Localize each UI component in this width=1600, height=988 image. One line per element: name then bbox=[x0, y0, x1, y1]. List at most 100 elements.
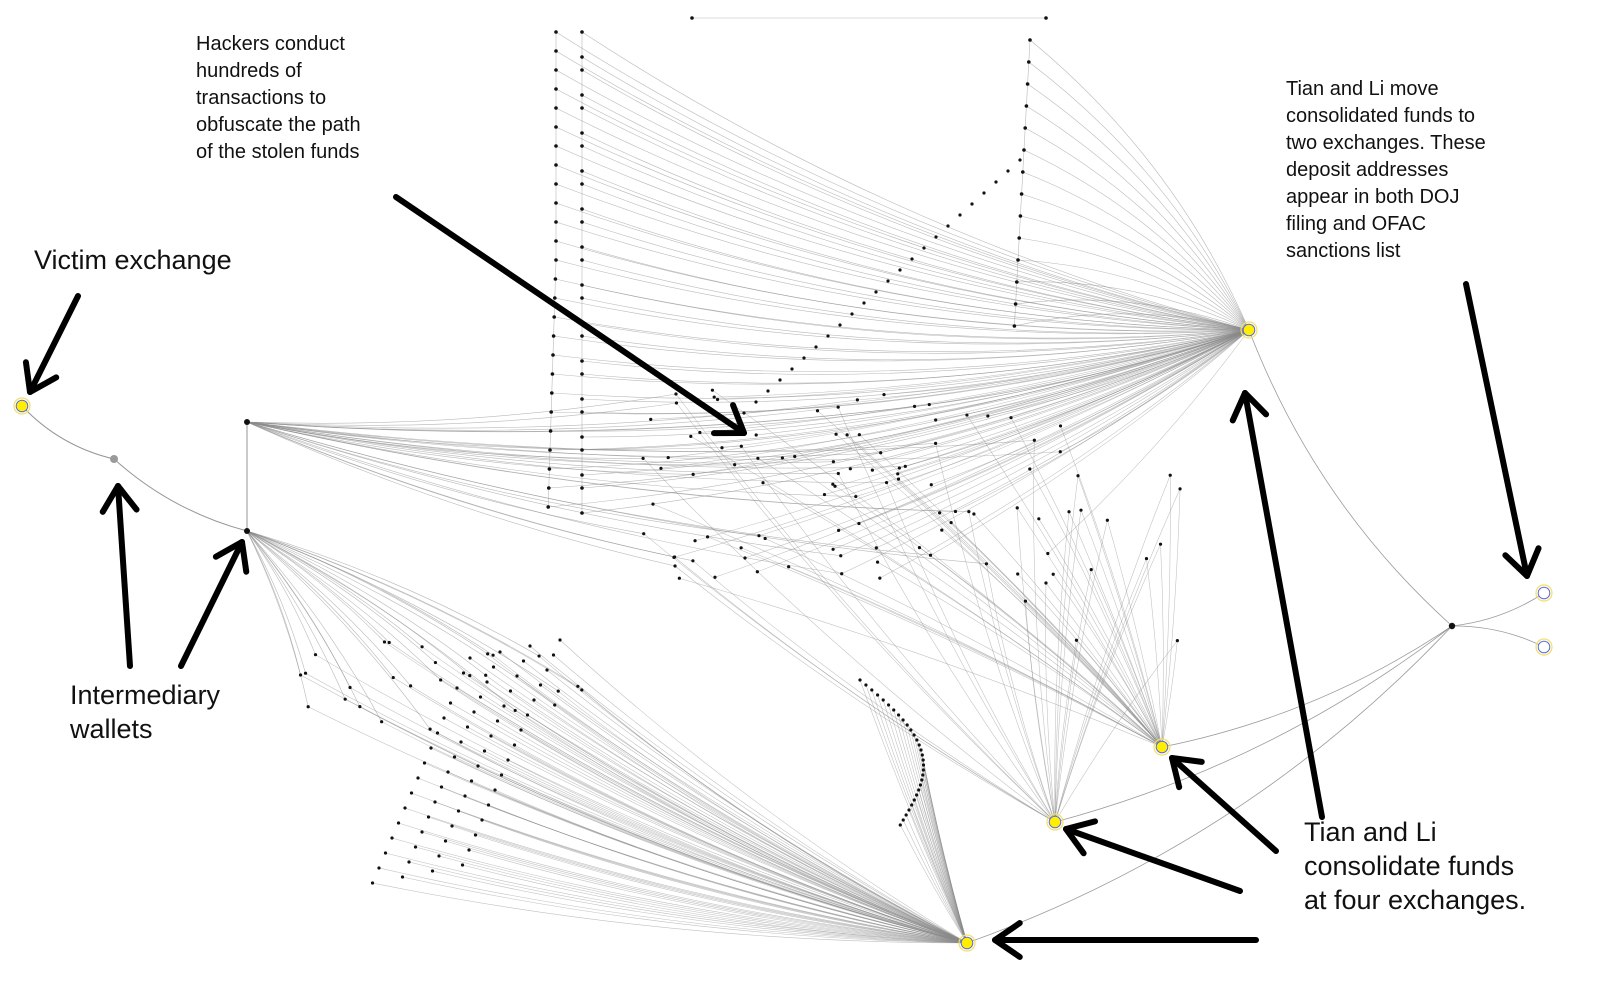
ladder-node[interactable] bbox=[1023, 126, 1027, 130]
ladder-node[interactable] bbox=[433, 800, 437, 804]
obfuscation-node[interactable] bbox=[879, 451, 883, 455]
ladder-node[interactable] bbox=[519, 728, 523, 732]
chain-node[interactable] bbox=[850, 312, 854, 316]
obfuscation-node[interactable] bbox=[713, 575, 717, 579]
chain-node[interactable] bbox=[838, 323, 842, 327]
obfuscation-node[interactable] bbox=[739, 546, 743, 550]
wallet-node[interactable] bbox=[1144, 556, 1149, 561]
obfuscation-node[interactable] bbox=[712, 395, 716, 399]
ladder-node[interactable] bbox=[532, 698, 536, 702]
obfuscation-node[interactable] bbox=[929, 483, 933, 487]
obfuscation-node[interactable] bbox=[833, 484, 837, 488]
chain-node[interactable] bbox=[982, 191, 986, 195]
obfuscation-node[interactable] bbox=[845, 433, 849, 437]
chain-node[interactable] bbox=[875, 693, 880, 697]
ladder-node[interactable] bbox=[547, 486, 551, 490]
chain-node[interactable] bbox=[922, 246, 926, 250]
obfuscation-node[interactable] bbox=[836, 405, 840, 409]
chain-node[interactable] bbox=[802, 356, 806, 360]
ladder-node[interactable] bbox=[416, 776, 420, 780]
ladder-node[interactable] bbox=[1012, 324, 1017, 328]
ladder-node[interactable] bbox=[551, 334, 556, 338]
ladder-node[interactable] bbox=[528, 644, 532, 648]
obfuscation-node[interactable] bbox=[840, 572, 844, 576]
chain-node[interactable] bbox=[915, 793, 919, 797]
ladder-node[interactable] bbox=[1019, 192, 1024, 196]
obfuscation-node[interactable] bbox=[1051, 572, 1055, 576]
wallet-node[interactable] bbox=[1023, 599, 1028, 603]
ladder-node[interactable] bbox=[1022, 148, 1026, 152]
wallet-node[interactable] bbox=[513, 708, 517, 713]
ladder-node[interactable] bbox=[553, 277, 558, 281]
wallet-node[interactable] bbox=[380, 720, 384, 724]
wallet-node[interactable] bbox=[553, 703, 557, 707]
ladder-node[interactable] bbox=[1015, 280, 1019, 284]
chain-node[interactable] bbox=[934, 235, 938, 239]
ladder-node[interactable] bbox=[580, 131, 584, 135]
ladder-node[interactable] bbox=[460, 863, 465, 867]
ladder-node[interactable] bbox=[463, 794, 467, 798]
obfuscation-node[interactable] bbox=[720, 446, 724, 450]
chain-node[interactable] bbox=[1018, 158, 1022, 162]
consolidation-exchange-node[interactable] bbox=[1048, 815, 1062, 829]
final-exchange-node[interactable] bbox=[1537, 586, 1551, 600]
ladder-node[interactable] bbox=[1018, 214, 1023, 218]
obfuscation-node[interactable] bbox=[897, 466, 901, 470]
ladder-node[interactable] bbox=[480, 818, 484, 822]
intermediary-wallet-node[interactable] bbox=[110, 455, 118, 463]
chain-node[interactable] bbox=[790, 367, 794, 371]
ladder-node[interactable] bbox=[580, 93, 584, 97]
intermediary-wallet-node[interactable] bbox=[244, 528, 250, 534]
chain-node[interactable] bbox=[886, 279, 890, 283]
ladder-node[interactable] bbox=[580, 220, 584, 224]
ladder-node[interactable] bbox=[580, 207, 584, 211]
wallet-node[interactable] bbox=[1175, 639, 1179, 643]
wallet-node[interactable] bbox=[1178, 487, 1182, 491]
ladder-node[interactable] bbox=[489, 734, 493, 738]
obfuscation-node[interactable] bbox=[674, 401, 679, 405]
ladder-node[interactable] bbox=[558, 638, 562, 642]
obfuscation-node[interactable] bbox=[674, 392, 678, 396]
obfuscation-node[interactable] bbox=[857, 521, 861, 526]
ladder-node[interactable] bbox=[512, 743, 517, 747]
ladder-node[interactable] bbox=[554, 201, 558, 205]
ladder-node[interactable] bbox=[502, 704, 506, 708]
obfuscation-node[interactable] bbox=[1032, 438, 1036, 442]
ladder-node[interactable] bbox=[430, 869, 435, 873]
obfuscation-node[interactable] bbox=[689, 434, 693, 438]
ladder-node[interactable] bbox=[1016, 258, 1020, 262]
ladder-node[interactable] bbox=[554, 182, 558, 186]
obfuscation-node[interactable] bbox=[1016, 572, 1020, 576]
ladder-node[interactable] bbox=[493, 788, 497, 792]
ladder-node[interactable] bbox=[383, 851, 388, 855]
ladder-node[interactable] bbox=[547, 467, 552, 471]
wallet-node[interactable] bbox=[580, 688, 584, 692]
ladder-node[interactable] bbox=[580, 486, 584, 490]
ladder-node[interactable] bbox=[580, 258, 584, 262]
wallet-node[interactable] bbox=[1076, 474, 1080, 478]
chain-node[interactable] bbox=[921, 773, 925, 777]
chain-node[interactable] bbox=[917, 788, 921, 792]
wallet-node[interactable] bbox=[313, 653, 318, 657]
wallet-node[interactable] bbox=[484, 673, 488, 677]
wallet-node[interactable] bbox=[358, 704, 362, 709]
wallet-node[interactable] bbox=[382, 640, 387, 644]
ladder-node[interactable] bbox=[468, 656, 472, 660]
chain-node[interactable] bbox=[912, 798, 916, 802]
chain-node[interactable] bbox=[862, 301, 866, 305]
ladder-node[interactable] bbox=[396, 821, 401, 825]
obfuscation-node[interactable] bbox=[666, 455, 670, 460]
chain-node[interactable] bbox=[881, 698, 885, 702]
wallet-node[interactable] bbox=[1067, 510, 1071, 514]
obfuscation-node[interactable] bbox=[967, 510, 971, 514]
ladder-node[interactable] bbox=[498, 650, 502, 654]
obfuscation-node[interactable] bbox=[875, 560, 880, 564]
chain-node[interactable] bbox=[946, 224, 950, 228]
ladder-node[interactable] bbox=[377, 866, 381, 870]
ladder-node[interactable] bbox=[552, 315, 556, 319]
chain-node[interactable] bbox=[921, 763, 926, 767]
wallet-node[interactable] bbox=[420, 645, 424, 649]
chain-node[interactable] bbox=[870, 688, 874, 692]
obfuscation-node[interactable] bbox=[755, 570, 759, 574]
ladder-node[interactable] bbox=[403, 806, 407, 810]
